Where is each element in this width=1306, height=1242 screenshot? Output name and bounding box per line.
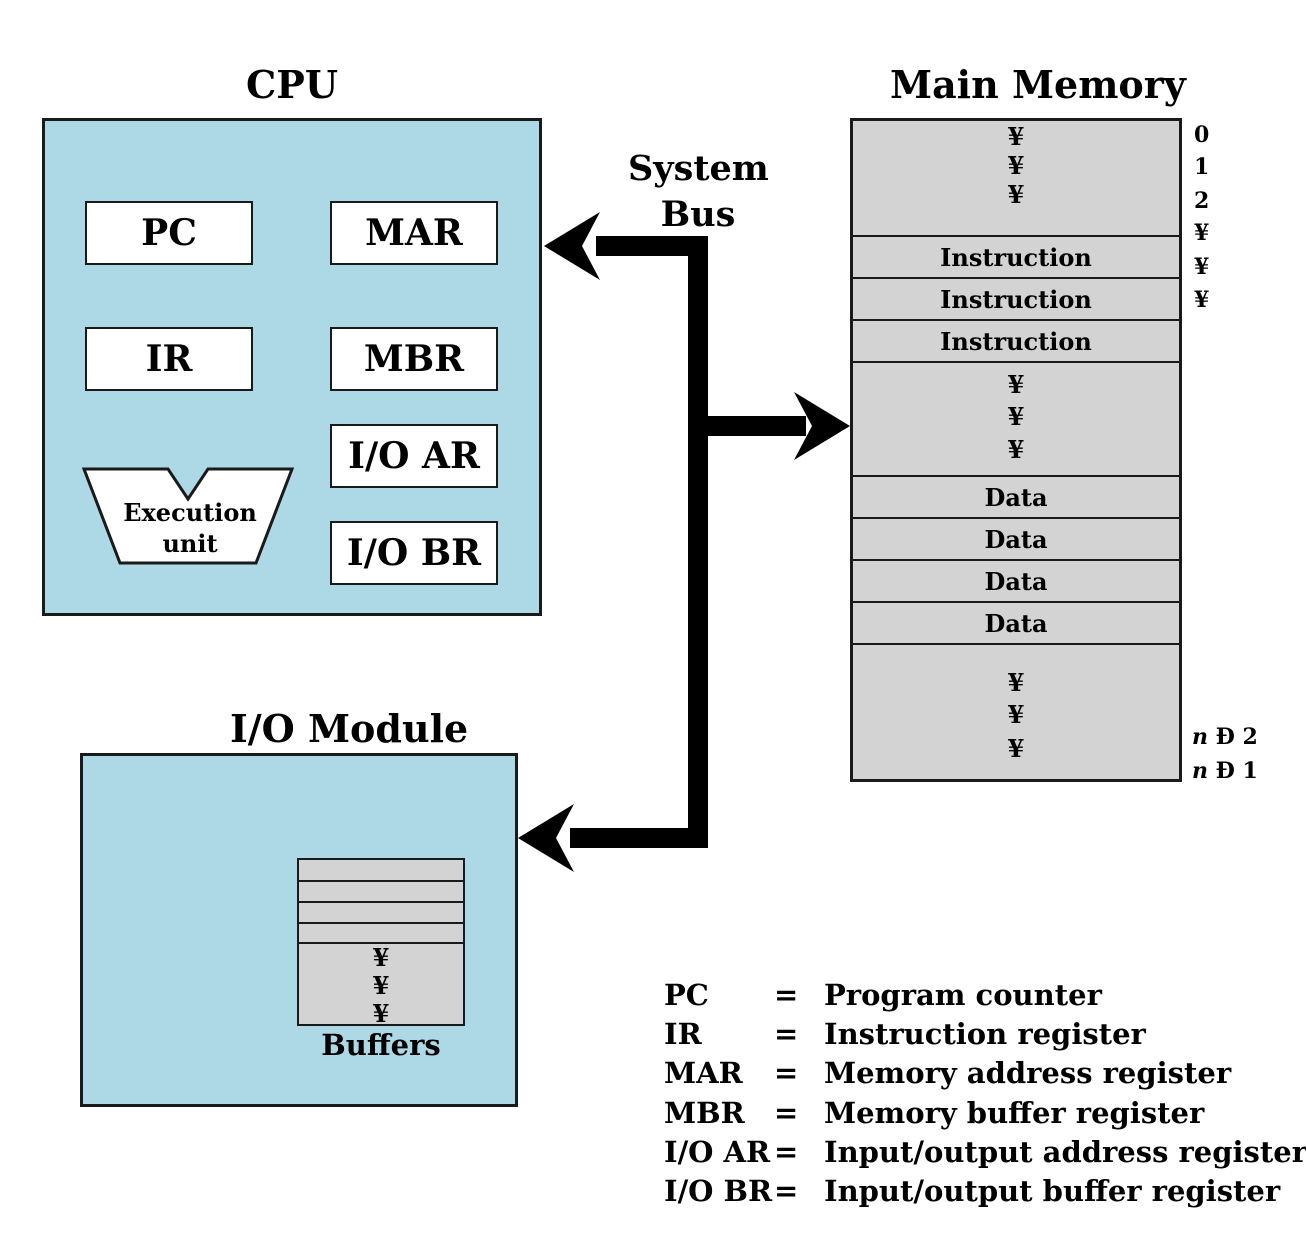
memory-ellipsis: ¥	[1007, 734, 1025, 763]
memory-address: 2	[1194, 188, 1210, 214]
memory-gap-segment	[853, 361, 1179, 475]
memory-address-variable: n	[1192, 758, 1208, 784]
memory-ellipsis: ¥	[1007, 122, 1025, 151]
memory-address-variable: n	[1192, 724, 1208, 750]
pc-register: PC	[85, 201, 253, 265]
memory-ellipsis: ¥	[1007, 370, 1025, 399]
buffer-ellipsis: ¥	[372, 971, 390, 1000]
system-bus-label: System Bus	[628, 146, 769, 238]
bus-to-io-line	[570, 828, 698, 848]
memory-ellipsis: ¥	[1007, 700, 1025, 729]
bus-arrow-to-cpu	[544, 212, 600, 280]
bus-to-memory-line	[698, 416, 806, 436]
bus-arrow-to-memory	[794, 392, 850, 460]
io-module-box: ¥ ¥ ¥ Buffers	[80, 753, 518, 1107]
mar-register: MAR	[330, 201, 498, 265]
memory-address: 1	[1194, 154, 1210, 180]
system-bus-label-line1: System	[628, 148, 769, 189]
legend-equals: =	[774, 1056, 799, 1091]
memory-address: n Ð 1	[1192, 760, 1258, 782]
memory-ellipsis: ¥	[1007, 668, 1025, 697]
memory-address: 0	[1194, 122, 1210, 148]
execution-unit-label-line2: unit	[162, 529, 218, 558]
memory-instruction-row: Instruction	[853, 277, 1179, 319]
buffer-ellipsis: ¥	[372, 999, 390, 1028]
legend-abbr: MAR	[664, 1056, 743, 1091]
bus-vertical-line	[688, 236, 708, 848]
memory-data-row: Data	[853, 517, 1179, 559]
legend-equals: =	[774, 1134, 799, 1169]
memory-address: ¥	[1194, 220, 1210, 246]
main-memory-title: Main Memory	[890, 62, 1186, 107]
legend-abbr: I/O AR	[664, 1134, 771, 1169]
memory-ellipsis: ¥	[1007, 435, 1025, 464]
memory-address-offset: Ð 2	[1208, 724, 1258, 750]
system-bus	[518, 212, 850, 872]
io-br-register: I/O BR	[330, 521, 498, 585]
execution-unit-label: Execution unit	[120, 497, 260, 559]
memory-ellipsis: ¥	[1007, 402, 1025, 431]
buffers-label: Buffers	[321, 1028, 441, 1062]
legend-meaning: Input/output address register	[824, 1134, 1306, 1169]
legend-abbr: IR	[664, 1017, 702, 1052]
legend-equals: =	[774, 1173, 799, 1208]
legend-meaning: Input/output buffer register	[824, 1173, 1281, 1208]
memory-gap-segment	[853, 643, 1179, 779]
bus-arrow-to-io	[518, 804, 574, 872]
execution-unit-label-line1: Execution	[123, 498, 257, 527]
legend-abbr: I/O BR	[664, 1173, 773, 1208]
buffer-divider	[299, 880, 463, 882]
buffers-stack: ¥ ¥ ¥	[297, 858, 465, 1026]
legend-meaning: Memory buffer register	[824, 1095, 1205, 1130]
memory-data-row: Data	[853, 601, 1179, 643]
io-module-title: I/O Module	[230, 706, 469, 751]
ir-register: IR	[85, 327, 253, 391]
memory-address: ¥	[1194, 254, 1210, 280]
legend-meaning: Memory address register	[824, 1056, 1232, 1091]
legend-meaning: Program counter	[824, 978, 1102, 1012]
main-memory-box: ¥ ¥ ¥ Instruction Instruction Instructio…	[850, 118, 1182, 782]
system-bus-label-line2: Bus	[660, 194, 736, 235]
buffer-divider	[299, 922, 463, 924]
memory-ellipsis: ¥	[1007, 151, 1025, 180]
memory-instruction-row: Instruction	[853, 235, 1179, 277]
buffer-ellipsis: ¥	[372, 943, 390, 972]
legend-meaning: Instruction register	[824, 1017, 1146, 1052]
memory-ellipsis: ¥	[1007, 180, 1025, 209]
cpu-title: CPU	[246, 62, 338, 107]
memory-data-row: Data	[853, 559, 1179, 601]
legend-abbr: PC	[664, 978, 709, 1012]
cpu-box: PC MAR IR MBR I/O AR I/O BR Execution un…	[42, 118, 542, 616]
io-ar-register: I/O AR	[330, 424, 498, 488]
bus-to-cpu-line	[596, 236, 698, 256]
mbr-register: MBR	[330, 327, 498, 391]
buffer-divider	[299, 942, 463, 944]
legend-equals: =	[774, 1017, 799, 1052]
buffer-divider	[299, 901, 463, 903]
legend-abbr: MBR	[664, 1095, 745, 1130]
memory-address-offset: Ð 1	[1208, 758, 1258, 784]
memory-data-row: Data	[853, 475, 1179, 517]
memory-address: ¥	[1194, 287, 1210, 313]
legend-equals: =	[774, 1095, 799, 1130]
execution-unit-shape	[81, 467, 295, 565]
memory-address: n Ð 2	[1192, 726, 1258, 748]
memory-instruction-row: Instruction	[853, 319, 1179, 361]
legend-equals: =	[774, 978, 799, 1012]
